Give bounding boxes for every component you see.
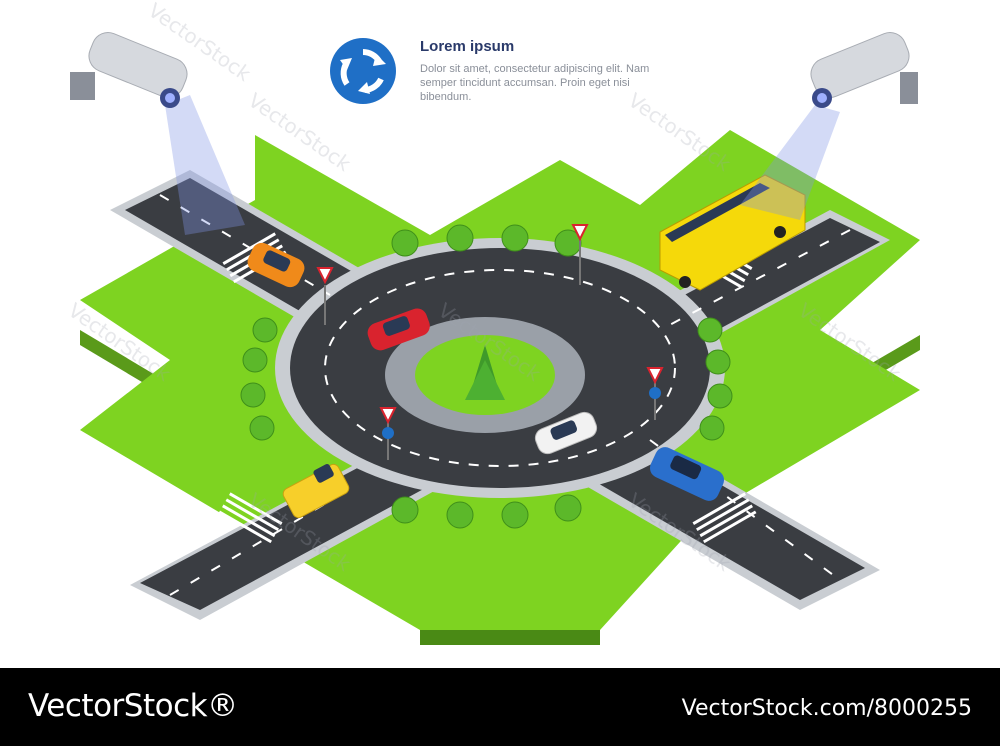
- traffic-signs: [316, 224, 664, 460]
- bushes: [240, 224, 733, 529]
- center-tree: [465, 345, 505, 400]
- van-yellow: [282, 463, 350, 519]
- roundabout-sign-icon: [330, 38, 396, 104]
- car-blue: [649, 447, 725, 501]
- bus: [659, 174, 806, 291]
- footer-bar: VectorStock® VectorStock.com/8000255: [0, 668, 1000, 746]
- car-red: [367, 308, 430, 351]
- lane-markings: [159, 194, 851, 596]
- footer-url: VectorStock.com/8000255: [681, 696, 972, 721]
- info-body: Dolor sit amet, consectetur adipiscing e…: [420, 63, 650, 103]
- info-title: Lorem ipsum: [420, 38, 515, 55]
- footer-brand: VectorStock®: [28, 688, 238, 724]
- camera-left: [70, 32, 245, 235]
- car-orange: [247, 242, 305, 288]
- camera-right: [740, 32, 918, 220]
- car-white: [534, 411, 598, 455]
- roundabout-illustration: VectorStock VectorStock VectorStock Vect…: [64, 0, 920, 645]
